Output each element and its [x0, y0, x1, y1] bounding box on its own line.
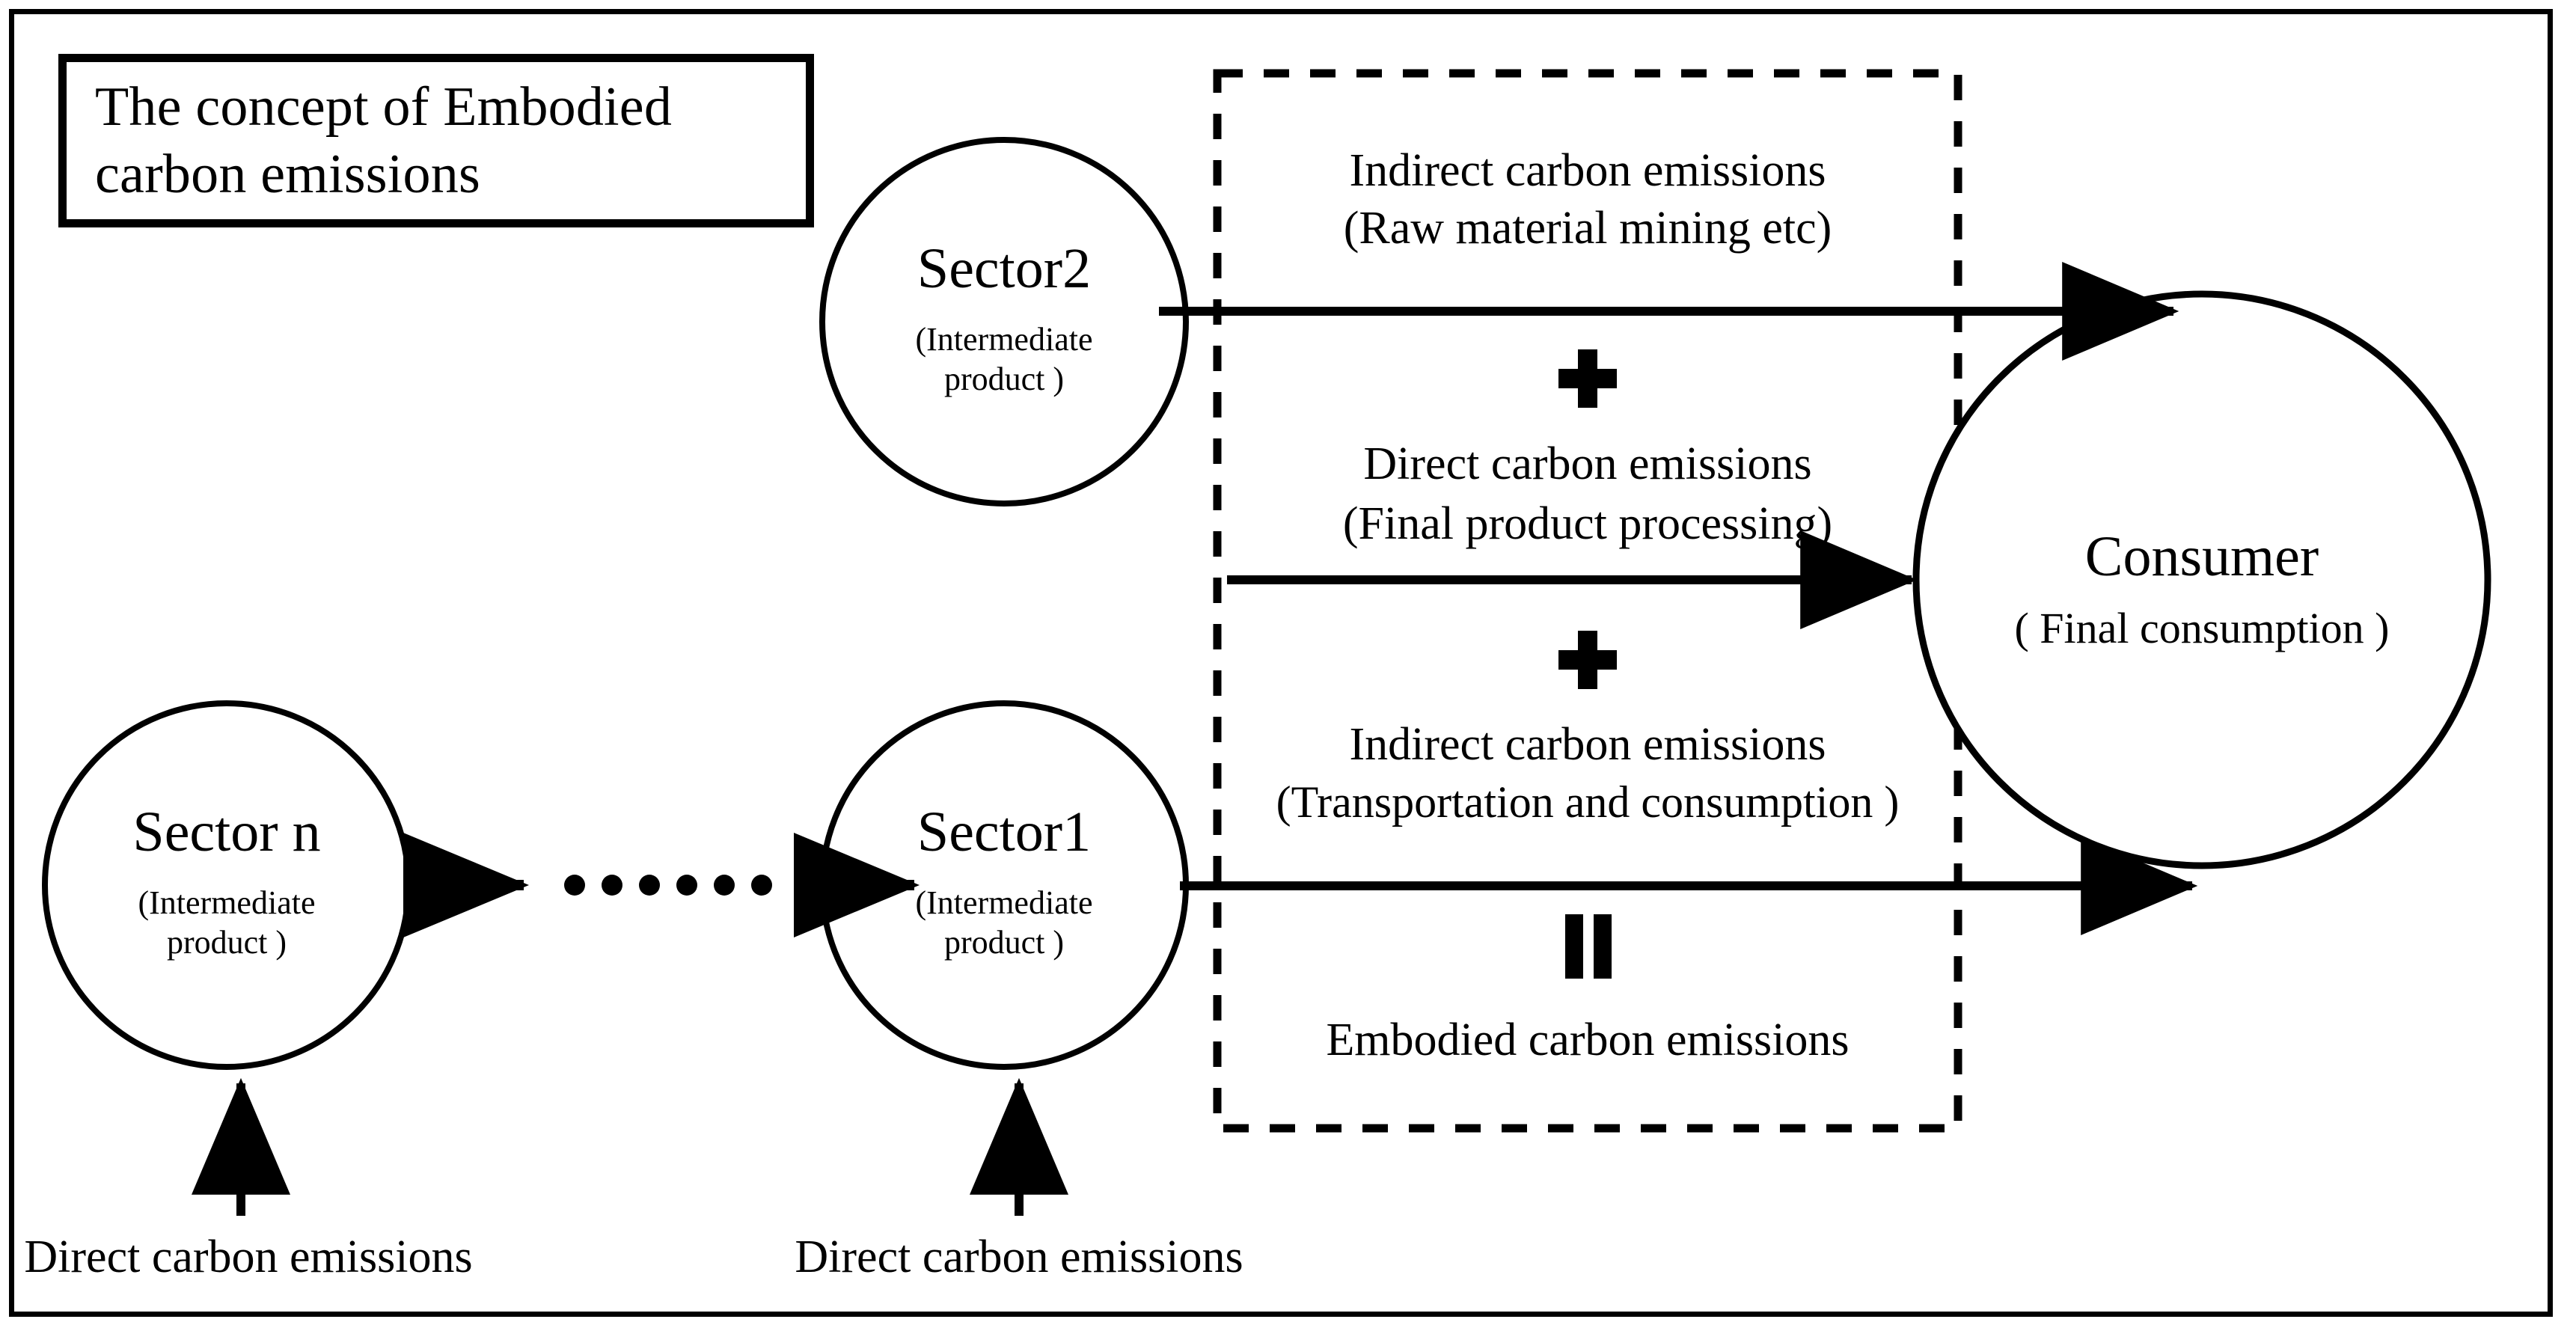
sector-n-emission-label: Direct carbon emissions	[24, 1231, 473, 1282]
consumer-title: Consumer	[2084, 525, 2319, 588]
sector-n-subtitle-line-2: product )	[166, 924, 287, 961]
outer-border	[9, 9, 2553, 1317]
sector2-subtitle-line-1: (Intermediate	[915, 321, 1093, 358]
sector-n-subtitle-line-1: (Intermediate	[138, 884, 316, 921]
flow-direct-final-line-2: (Final product processing)	[1342, 498, 1833, 549]
title-box: The concept of Embodied carbon emissions	[58, 54, 814, 227]
flow-direct-final-line-1: Direct carbon emissions	[1363, 438, 1812, 489]
flow-indirect-raw-line-2: (Raw material mining etc)	[1343, 203, 1832, 254]
sector1-subtitle-line-2: product )	[943, 924, 1065, 961]
sector1-title: Sector1	[917, 801, 1092, 863]
sector2-subtitle-line-2: product )	[943, 361, 1065, 397]
flow-indirect-raw-line-1: Indirect carbon emissions	[1349, 145, 1826, 196]
page-title: The concept of Embodied carbon emissions	[67, 73, 697, 209]
equals-operator	[1565, 914, 1612, 979]
plus-operator-1	[1558, 349, 1617, 408]
flow-indirect-transport-line-2: (Transportation and consumption )	[1276, 777, 1900, 827]
sector1-subtitle-line-1: (Intermediate	[915, 884, 1093, 921]
sector-n-title: Sector n	[132, 801, 321, 863]
sector2-circle	[819, 137, 1189, 507]
ellipsis-dots	[564, 875, 772, 896]
consumer-subtitle: ( Final consumption )	[2014, 604, 2390, 652]
page-title-line-1: The concept of Embodied	[95, 76, 673, 138]
flow-embodied-total: Embodied carbon emissions	[1326, 1015, 1850, 1065]
sector1-emission-label: Direct carbon emissions	[795, 1231, 1243, 1282]
plus-operator-2	[1558, 631, 1617, 689]
page-title-line-2: carbon emissions	[95, 144, 480, 205]
sector2-title: Sector2	[917, 237, 1092, 300]
flow-indirect-transport-line-1: Indirect carbon emissions	[1349, 719, 1826, 770]
